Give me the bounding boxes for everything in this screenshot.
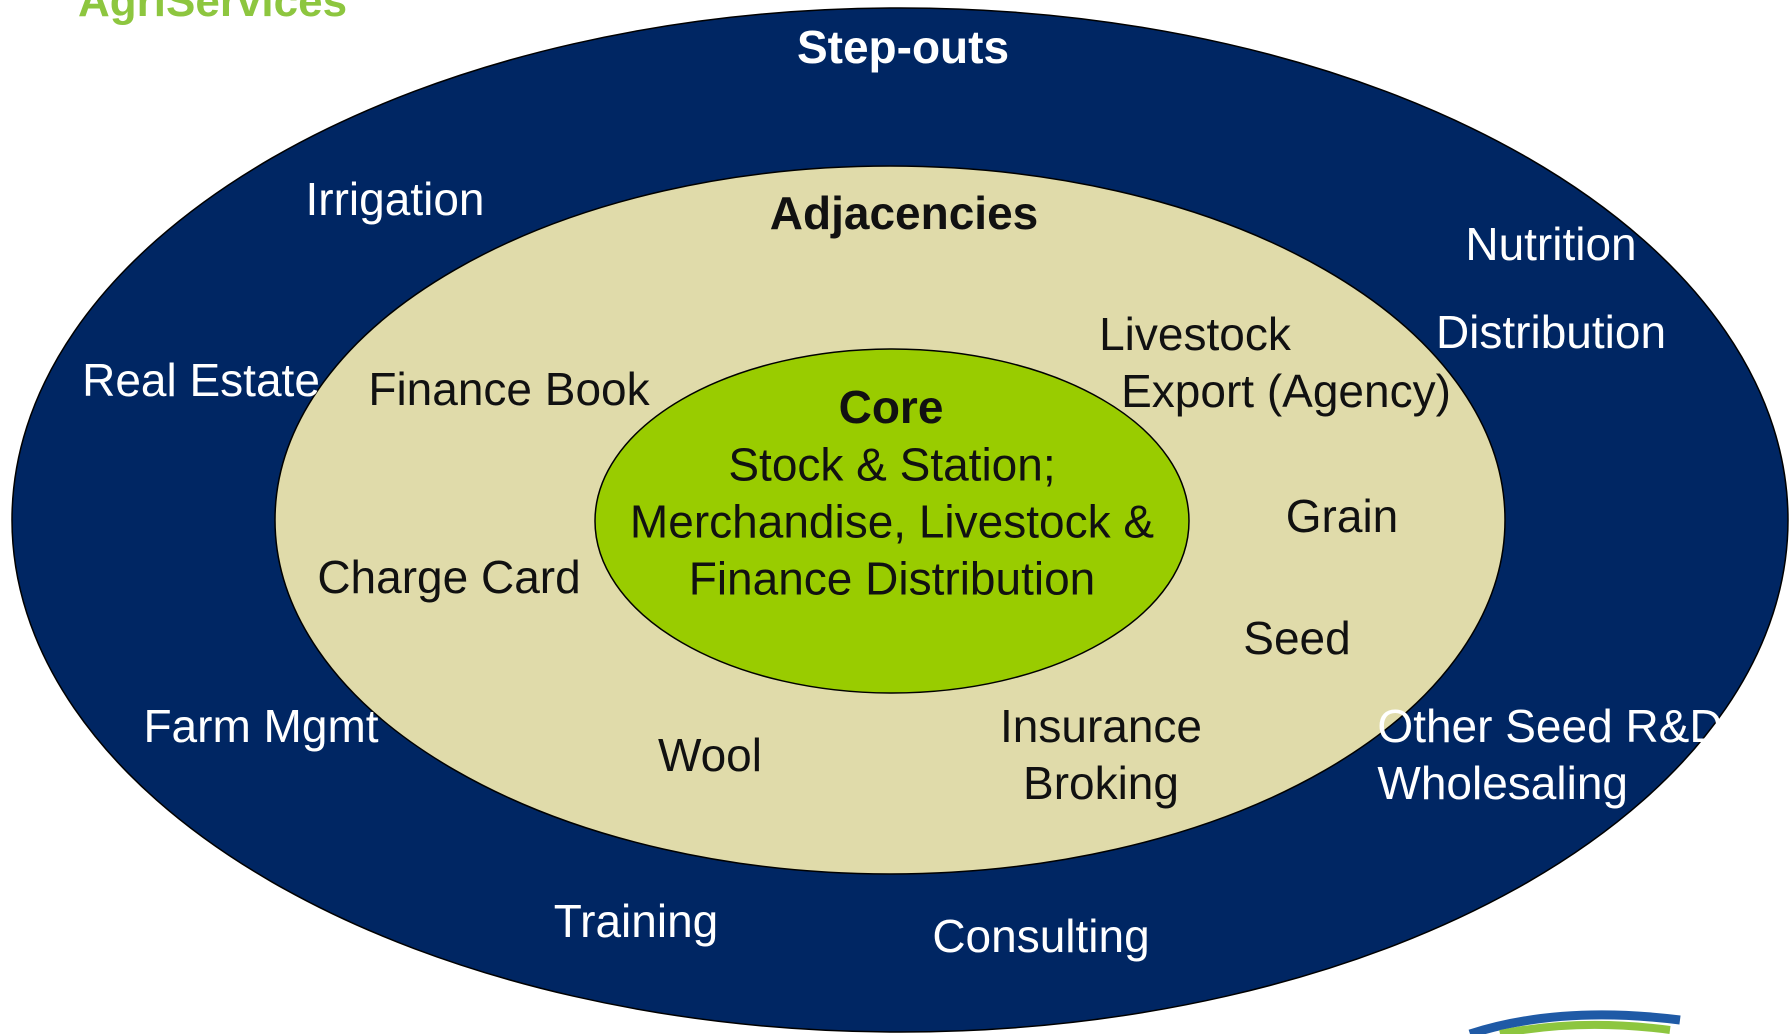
core-description: Stock & Station; Merchandise, Livestock … [630,437,1154,608]
adjacency-insurance-line2: Broking [1023,757,1179,809]
step-out-consulting: Consulting [932,910,1150,962]
core-line-1: Stock & Station; [728,438,1056,491]
step-out-nutrition: Nutrition [1465,218,1637,270]
adjacency-livestock-export: Livestock Export (Agency) [1099,306,1451,420]
adjacency-charge-card: Charge Card [317,551,581,603]
step-out-other-seed-line2: Wholesaling [1377,757,1628,809]
step-out-training: Training [553,895,719,947]
core-ring [594,348,1190,694]
step-out-other-seed: Other Seed R&D Wholesaling [1377,698,1722,812]
step-out-other-seed-line1: Other Seed R&D [1377,700,1723,752]
adjacency-livestock-export-line2: Export (Agency) [1121,365,1451,417]
adjacency-finance-book: Finance Book [368,363,650,415]
adjacencies-title: Adjacencies [769,187,1039,239]
adjacency-grain: Grain [1285,490,1399,542]
step-outs-title: Step-outs [796,21,1010,73]
adjacency-livestock-export-line1: Livestock [1099,308,1291,360]
page-title: AgriServices [78,0,348,26]
step-out-farm-mgmt: Farm Mgmt [143,700,379,752]
core-line-3: Finance Distribution [688,552,1096,605]
step-out-real-estate: Real Estate [82,354,320,406]
adjacency-insurance-broking: Insurance Broking [1000,698,1202,812]
step-out-irrigation: Irrigation [305,173,485,225]
core-title: Core [838,381,944,433]
adjacency-wool: Wool [658,729,762,781]
adjacency-seed: Seed [1243,612,1351,664]
adjacency-insurance-line1: Insurance [999,700,1203,752]
core-line-2: Merchandise, Livestock & [629,495,1155,548]
logo-swoosh-icon [1405,995,1791,1034]
step-out-distribution: Distribution [1435,306,1667,358]
